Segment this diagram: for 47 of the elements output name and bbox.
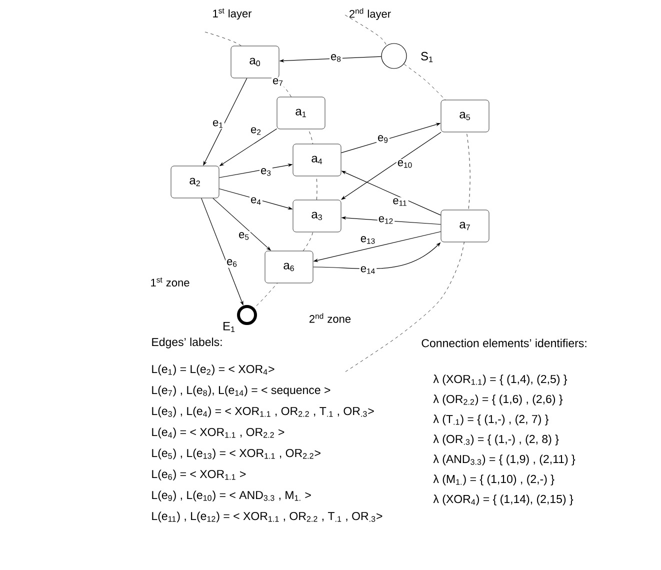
formula-line: L(e$_{4}$) = < XOR$_{1.1}$ , OR$_{2.2}$ > [152, 428, 284, 438]
activity-box: a$_{6}$ [264, 250, 314, 284]
edge-label: e$_{5}$ [238, 231, 250, 241]
formula-line: λ (AND$_{3.3}$) = { (1,9) , (2,11) } [433, 454, 576, 466]
activity-box: a$_{1}$ [276, 96, 326, 130]
activity-box: a$_{2}$ [170, 166, 220, 198]
layer-label: 1$^{st}$ layer [213, 8, 252, 20]
heading: Connection elements’ identifiers: [422, 338, 586, 348]
edge-label: e$_{1}$ [212, 119, 224, 129]
edge-label: e$_{8}$ [330, 53, 342, 63]
formula-line: λ (T$_{.1}$) = { (1,-) , (2, 7) } [433, 414, 549, 426]
formula-line: L(e$_{1}$) = L(e$_{2}$) = < XOR$_{4}$> [152, 364, 274, 376]
start-circle [381, 43, 407, 69]
edge-label: e$_{14}$ [359, 265, 377, 275]
edge-label: e$_{13}$ [359, 235, 377, 245]
formula-line: L(e$_{3}$) , L(e$_{4}$) = < XOR$_{1.1}$ , OR$_{2.2}$ , T$_{.1}$ , OR$_{.3}$> [152, 406, 374, 418]
edge-label: e$_{4}$ [250, 196, 262, 206]
edge-label: e$_{3}$ [260, 167, 272, 177]
activity-box: a$_{4}$ [292, 144, 342, 176]
formula-line: L(e$_{9}$) , L(e$_{10}$) = < AND$_{3.3}$ , M$_{1.}$ > [152, 490, 311, 502]
activity-box: a$_{3}$ [292, 200, 342, 232]
edge-label: e$_{12}$ [377, 215, 395, 225]
edge-label: e$_{11}$ [392, 197, 408, 207]
formula-line: λ (OR$_{.3}$) = { (1,-) , (2, 8) } [433, 434, 559, 446]
edge-label: e$_{2}$ [250, 126, 262, 136]
formula-line: L(e$_{6}$) = < XOR$_{1.1}$ > [152, 470, 246, 480]
formula-line: L(e$_{11}$) , L(e$_{12}$) = < XOR$_{1.1}$ , OR$_{2.2}$ , T$_{.1}$ , OR$_{.3}$> [152, 512, 382, 522]
formula-line: L(e$_{7}$) , L(e$_{8}$), L(e$_{14}$) = < sequence > [152, 386, 330, 396]
formula-line: λ (M$_{1.}$) = { (1,10) , (2,-) } [433, 474, 554, 486]
node-label: S$_{1}$ [421, 52, 433, 62]
edge-label: e$_{10}$ [396, 159, 414, 169]
end-circle [237, 305, 257, 325]
formula-line: λ (XOR$_{4}$) = { (1,14), (2,15) } [433, 494, 574, 506]
zone-label: 2$^{nd}$ zone [310, 313, 351, 323]
formula-line: λ (XOR$_{1.1}$) = { (1,4), (2,5) } [433, 374, 568, 386]
activity-box: a$_{0}$ [230, 46, 280, 78]
edge-label: e$_{6}$ [226, 258, 238, 268]
heading: Edges’ labels: [152, 338, 222, 348]
node-label: E$_{1}$ [224, 322, 235, 332]
formula-line: λ (OR$_{2.2}$) = { (1,6) , (2,6) } [433, 394, 563, 406]
formula-line: L(e$_{5}$) , L(e$_{13}$) = < XOR$_{1.1}$ , OR$_{2.2}$> [152, 448, 320, 460]
edge-label: e$_{9}$ [376, 134, 390, 144]
edge-name: e$_{7}$ [272, 77, 284, 87]
activity-box: a$_{5}$ [440, 100, 490, 132]
activity-box: a$_{7}$ [440, 210, 490, 242]
layer-label: 2$^{nd}$ layer [350, 8, 391, 20]
zone-label: 1$^{st}$ zone [151, 277, 190, 287]
